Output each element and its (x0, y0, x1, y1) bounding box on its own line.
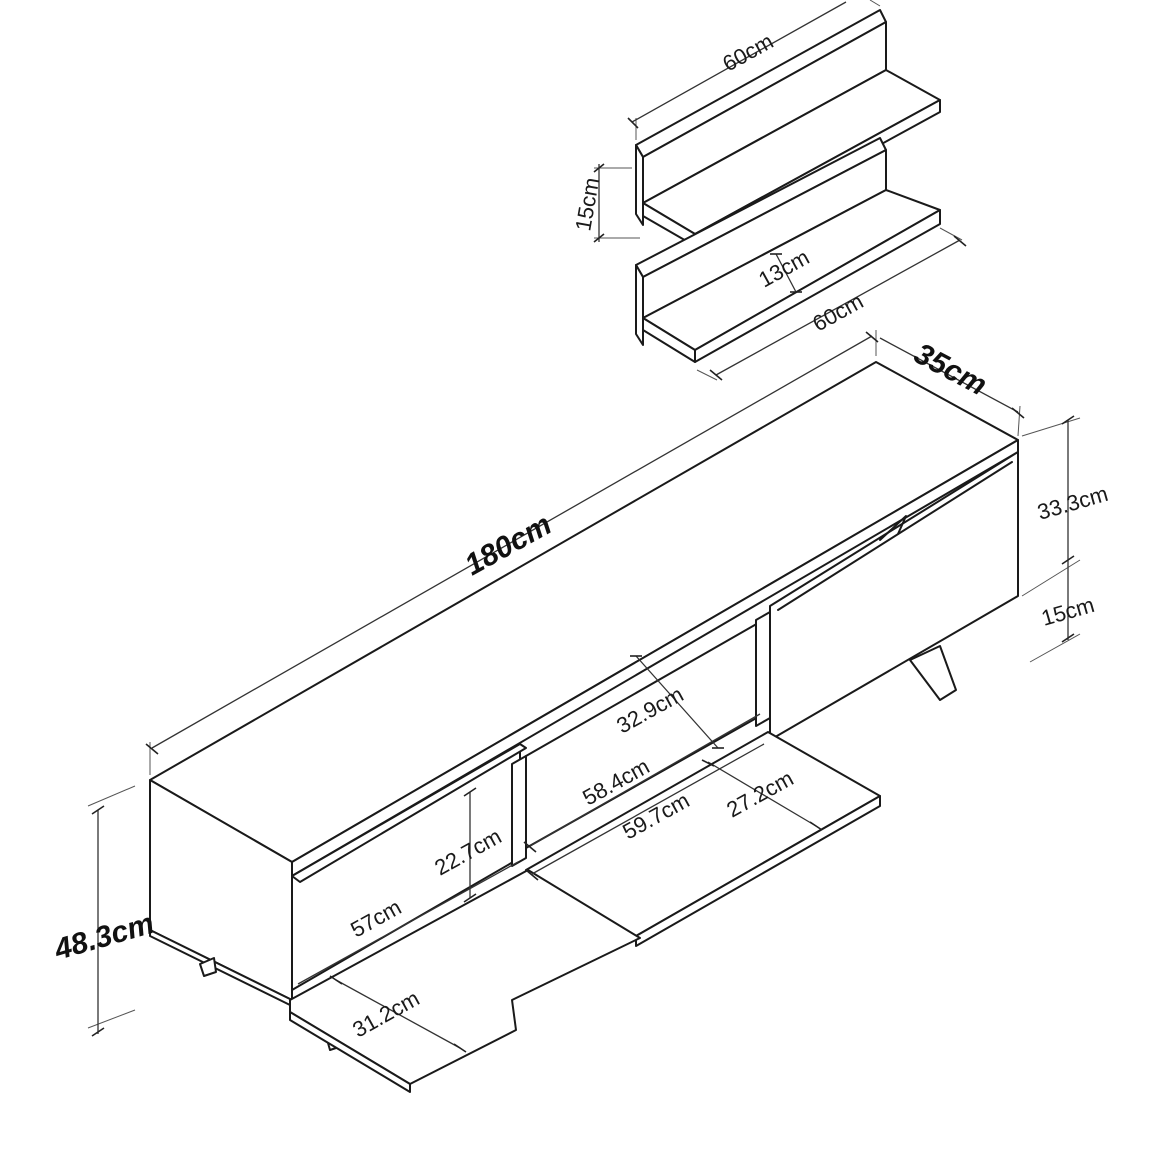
middle-right-divider (755, 611, 771, 727)
left-door-flap-edge (289, 1011, 411, 1093)
lower-shelf-back-front (635, 264, 644, 346)
left-compartment-back (291, 743, 527, 883)
label-shelf-top-width: 60cm (718, 28, 777, 76)
label-unit-total-height: 48.3cm (50, 907, 158, 967)
label-unit-body-height: 33.3cm (1034, 481, 1110, 525)
middle-door-flap-edge (635, 795, 881, 947)
right-front-leg (909, 645, 957, 701)
tv-unit (149, 361, 1019, 1093)
lower-shelf-board-front (694, 209, 941, 363)
shelf-dimension-lines (593, 0, 967, 381)
right-door-inner-edge (777, 461, 1013, 611)
label-shelf-bottom-width: 60cm (808, 288, 867, 336)
unit-dimension-lines (87, 330, 1081, 1053)
right-cabinet-door (769, 451, 1019, 741)
right-door-handle-cut (879, 515, 907, 541)
left-divider-panel (511, 755, 527, 867)
left-front-leg (199, 957, 217, 977)
upper-shelf-back-front (635, 144, 644, 226)
wall-shelves (635, 9, 941, 363)
